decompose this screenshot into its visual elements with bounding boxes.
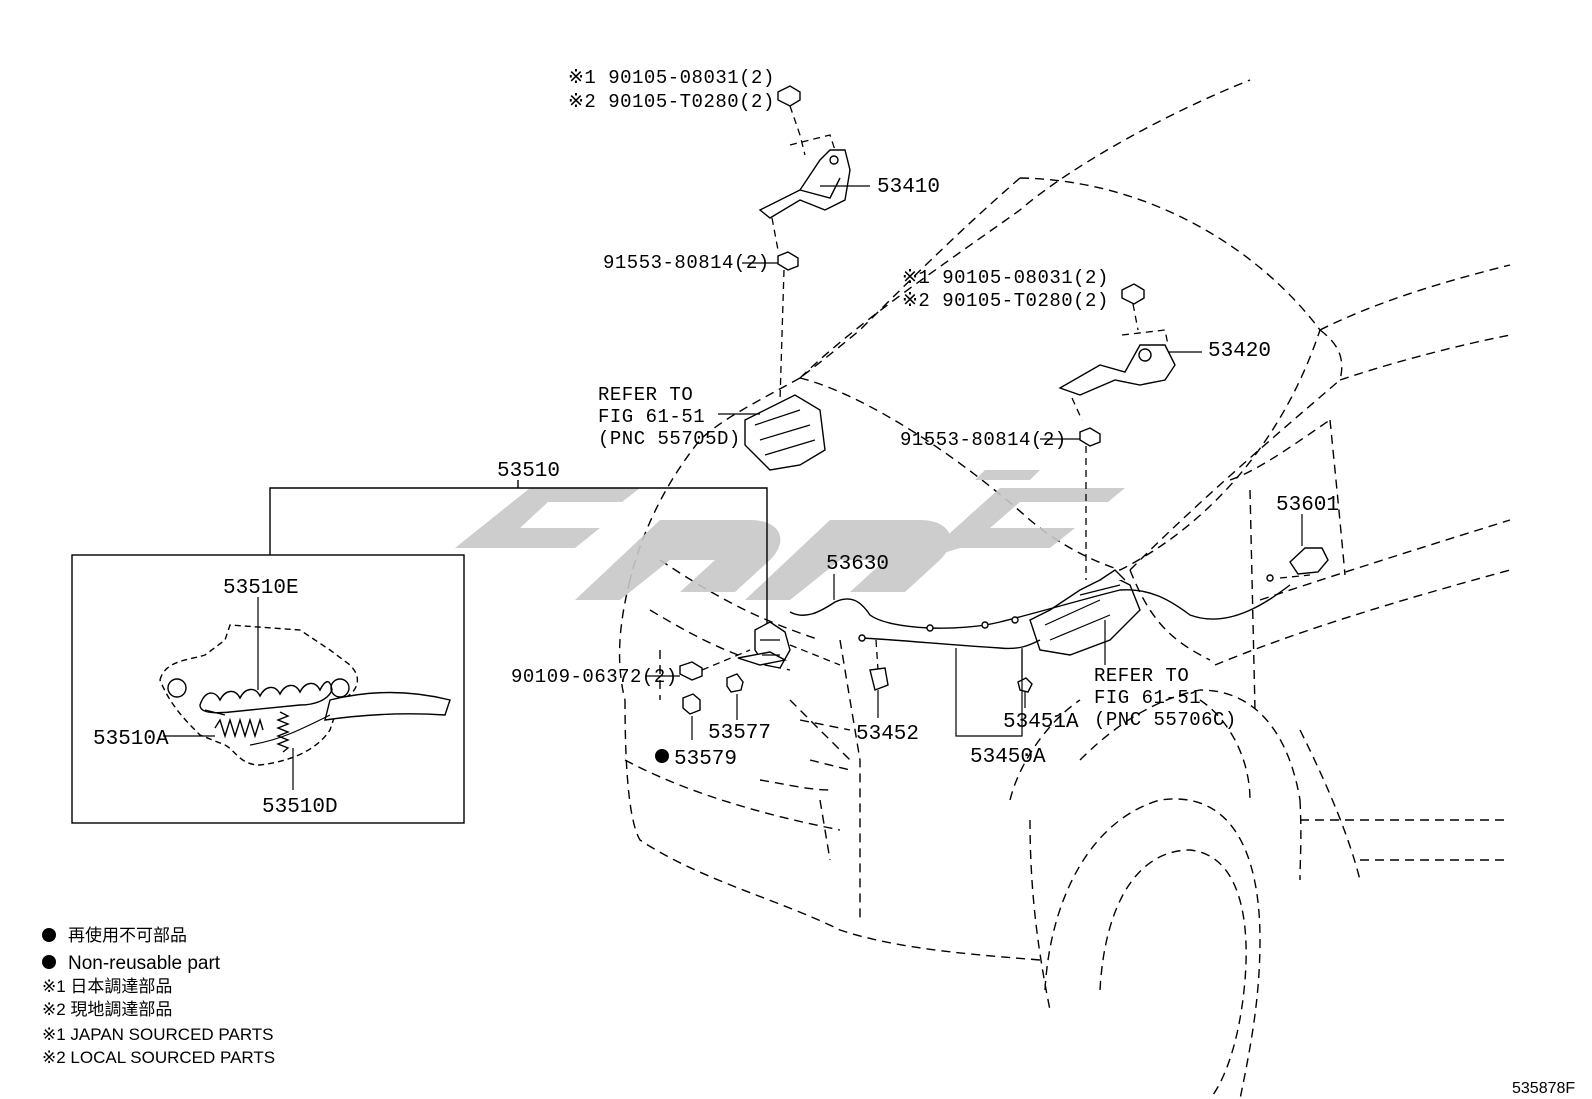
non-reusable-dot-icon bbox=[42, 955, 56, 969]
cushion-579-label: 53579 bbox=[674, 748, 737, 771]
hood-hinge-right bbox=[1029, 283, 1176, 656]
leader-lines bbox=[163, 185, 1303, 790]
cable-label: 53630 bbox=[826, 553, 889, 576]
hinge-left-label: 53410 bbox=[877, 176, 940, 199]
refer-left-line1: REFER TO bbox=[598, 384, 693, 406]
spring-d-label: 53510D bbox=[262, 796, 338, 819]
legend-jp-local: ※2 現地調達部品 bbox=[42, 1000, 172, 1019]
refer-right-line1: REFER TO bbox=[1094, 665, 1189, 687]
clip-label: 53451A bbox=[1003, 711, 1079, 734]
lock-assy-label: 53510 bbox=[497, 460, 560, 483]
non-reusable-dot-icon bbox=[42, 928, 56, 942]
hood-lock-assy-box bbox=[71, 480, 768, 824]
clamp-label: 53452 bbox=[856, 723, 919, 746]
refer-left-line3: (PNC 55705D) bbox=[598, 428, 741, 450]
hinge-right-label: 53420 bbox=[1208, 340, 1271, 363]
refer-right-line2: FIG 61-51 bbox=[1094, 687, 1201, 709]
spring-e-label: 53510E bbox=[223, 577, 299, 600]
legend-en-nonreusable: Non-reusable part bbox=[68, 953, 221, 974]
nut-left-label: 91553-80814(2) bbox=[603, 252, 770, 274]
bolt-label-local-left: ※2 90105-T0280(2) bbox=[568, 91, 775, 113]
cushion-577-label: 53577 bbox=[708, 722, 771, 745]
bolt-label-japan-left: ※1 90105-08031(2) bbox=[568, 67, 775, 89]
legend-jp-japan: ※1 日本調達部品 bbox=[42, 977, 172, 996]
legend: 再使用不可部品 Non-reusable part ※1 日本調達部品 ※2 現… bbox=[42, 925, 275, 1067]
legend-en-japan: ※1 JAPAN SOURCED PARTS bbox=[42, 1025, 274, 1044]
watermark-logo bbox=[455, 470, 1125, 600]
lock-bolt-label: 90109-06372(2) bbox=[511, 666, 678, 688]
bolt-label-japan-right: ※1 90105-08031(2) bbox=[902, 267, 1109, 289]
cable-assy-label: 53450A bbox=[970, 746, 1046, 769]
nut-right-label: 91553-80814(2) bbox=[900, 429, 1067, 451]
figure-code: 535878F bbox=[1512, 1080, 1575, 1097]
hood-lock-on-vehicle bbox=[679, 621, 841, 715]
non-reusable-dot-icon bbox=[655, 749, 669, 763]
legend-jp-nonreusable: 再使用不可部品 bbox=[68, 925, 187, 945]
spring-a-label: 53510A bbox=[93, 728, 169, 751]
vehicle-outline bbox=[618, 79, 1511, 1099]
hood-hinge-left bbox=[744, 85, 851, 471]
lever-label: 53601 bbox=[1276, 494, 1339, 517]
refer-right-line3: (PNC 55706C) bbox=[1094, 709, 1237, 731]
refer-left-line2: FIG 61-51 bbox=[598, 406, 705, 428]
bolt-label-local-right: ※2 90105-T0280(2) bbox=[902, 290, 1109, 312]
part-labels: ※1 90105-08031(2) ※2 90105-T0280(2) 5341… bbox=[93, 67, 1339, 819]
legend-en-local: ※2 LOCAL SOURCED PARTS bbox=[42, 1048, 275, 1067]
